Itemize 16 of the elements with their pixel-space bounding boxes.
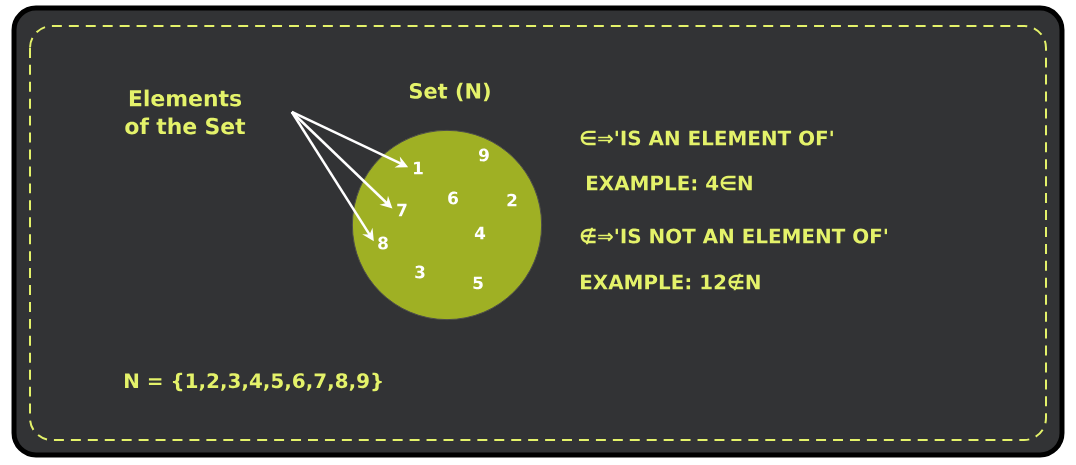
- callout-text: Elements of the Set: [125, 89, 246, 135]
- element-number: 7: [397, 203, 407, 217]
- element-number: 8: [378, 236, 388, 250]
- label-text: ∈⇒'IS AN ELEMENT OF': [580, 130, 833, 146]
- label-text: ∉⇒'IS NOT AN ELEMENT OF': [580, 227, 887, 245]
- element-number: 4: [474, 226, 486, 240]
- element-number: 3: [415, 265, 425, 279]
- label-text: N = {1,2,3,4,5,6,7,8,9}: [125, 372, 382, 392]
- label-text: EXAMPLE: 12∉N: [581, 273, 760, 291]
- label-text: EXAMPLE: 4∈N: [587, 175, 752, 191]
- element-number: 2: [507, 193, 517, 207]
- element-number: 9: [479, 148, 489, 162]
- element-number: 5: [473, 276, 483, 290]
- element-number: 6: [448, 191, 458, 205]
- set-heading: Set (N): [409, 82, 490, 102]
- element-number: 1: [414, 161, 423, 175]
